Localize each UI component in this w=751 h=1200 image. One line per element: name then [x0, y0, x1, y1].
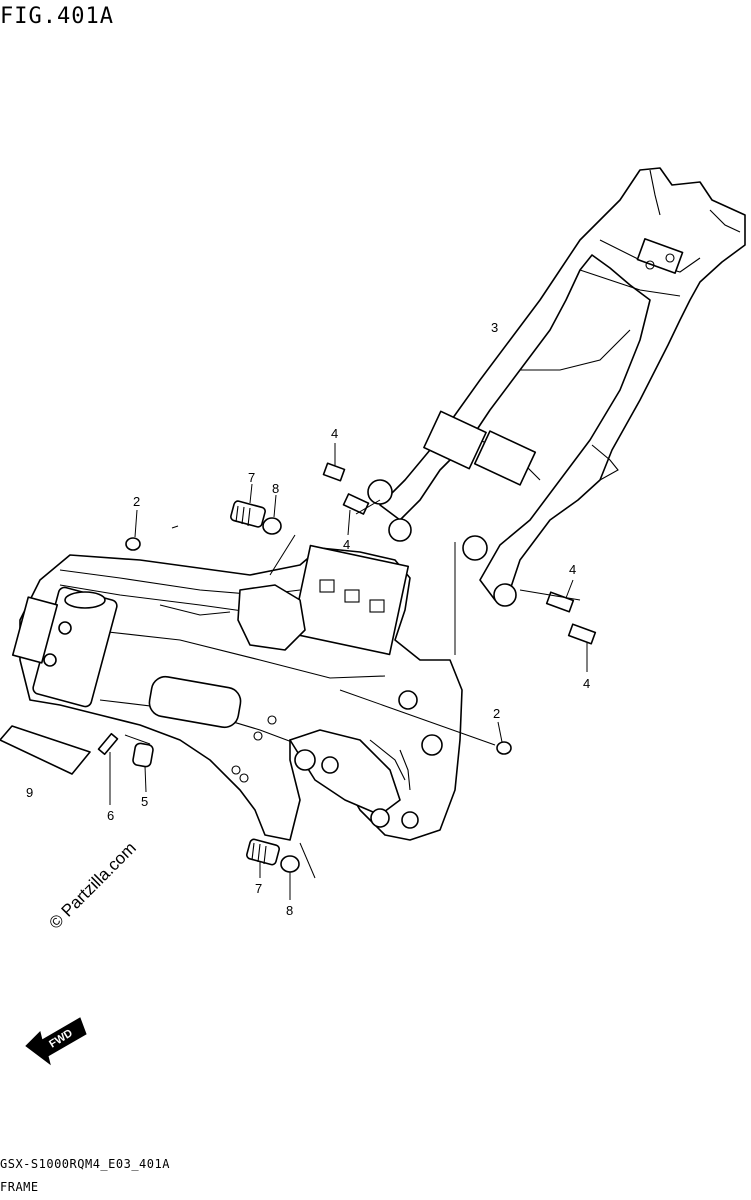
footer-code: GSX-S1000RQM4_E03_401A: [0, 1157, 170, 1171]
fastener-bolt-4d: [567, 623, 597, 672]
fwd-arrow-icon: FWD: [25, 1017, 87, 1066]
callout-2: 2: [493, 706, 500, 721]
label-plate-9: [0, 725, 91, 775]
fastener-spacer-7a: [230, 483, 266, 528]
leader-lines: [124, 499, 581, 879]
callout-4: 4: [331, 426, 338, 441]
fastener-bolt-4c: [545, 579, 575, 613]
fastener-nut-8b: [280, 855, 300, 900]
rear-subframe: [367, 167, 746, 607]
fastener-spacer-7b: [246, 838, 280, 878]
fastener-collar-5: [132, 742, 154, 793]
callout-5: 5: [141, 794, 148, 809]
callout-4: 4: [569, 562, 576, 577]
figure-title: FIG.401A: [0, 4, 114, 29]
callout-8: 8: [272, 481, 279, 496]
callout-4: 4: [583, 676, 590, 691]
fastener-bolt-4b: [342, 493, 370, 536]
callout-6: 6: [107, 808, 114, 823]
callout-2: 2: [133, 494, 140, 509]
callout-4: 4: [343, 537, 350, 552]
fastener-nut-2b: [496, 721, 512, 755]
main-frame: [11, 544, 463, 841]
callout-9: 9: [26, 785, 33, 800]
callout-7: 7: [248, 470, 255, 485]
callout-3: 3: [491, 320, 498, 335]
fastener-nut-8a: [262, 494, 282, 535]
watermark: © Partzilla.com: [45, 838, 139, 932]
fastener-bolt-6: [97, 732, 119, 805]
fastener-bolt-4a: [322, 443, 346, 482]
callout-8: 8: [286, 903, 293, 918]
fastener-nut-2a: [125, 509, 141, 551]
footer-name: FRAME: [0, 1180, 39, 1194]
callout-7: 7: [255, 881, 262, 896]
